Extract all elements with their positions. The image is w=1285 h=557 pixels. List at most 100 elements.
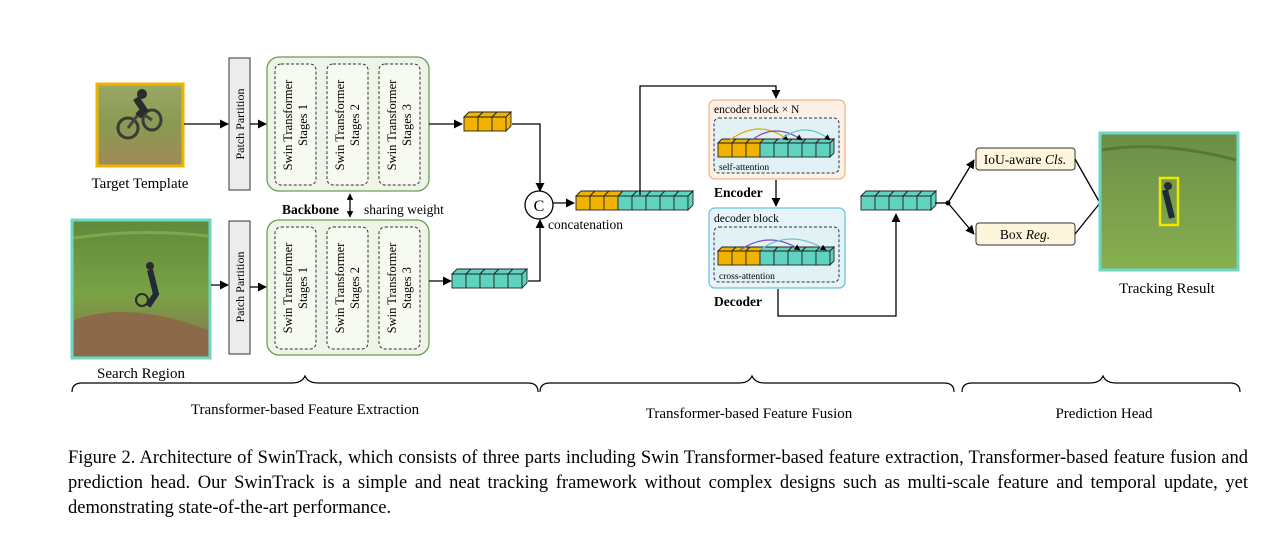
token bbox=[491, 116, 507, 132]
concatenation-label: concatenation bbox=[548, 217, 623, 232]
token bbox=[888, 195, 904, 211]
stage-3-top-line1: Swin Transformer bbox=[385, 79, 399, 170]
token-side bbox=[829, 137, 835, 159]
concatenation-node: C bbox=[524, 190, 554, 220]
token bbox=[673, 195, 689, 211]
section-fusion-label: Transformer-based Feature Fusion bbox=[646, 406, 853, 422]
stage-1-bottom-line2: Stages 1 bbox=[296, 267, 310, 309]
token bbox=[745, 142, 761, 158]
decoder-block-label: decoder block bbox=[714, 213, 779, 225]
stage-1-top-line1: Swin Transformer bbox=[281, 79, 295, 170]
token bbox=[617, 195, 633, 211]
token bbox=[477, 116, 493, 132]
arrow-decoder-to-output bbox=[777, 213, 901, 317]
token bbox=[631, 195, 647, 211]
self-attention-label: self-attention bbox=[719, 162, 769, 173]
search-tokens bbox=[450, 267, 529, 290]
token bbox=[801, 142, 817, 158]
template-tokens bbox=[462, 110, 513, 133]
token bbox=[451, 273, 467, 289]
token bbox=[507, 273, 523, 289]
iou-aware-cls-head: IoU-aware Cls. bbox=[975, 147, 1076, 171]
token bbox=[493, 273, 509, 289]
line-cls-to-merge bbox=[1074, 158, 1101, 204]
tracking-result-box bbox=[1158, 176, 1180, 227]
tracking-result-label: Tracking Result bbox=[1119, 281, 1216, 297]
stage-3-top-line2: Stages 3 bbox=[400, 104, 414, 146]
search-region-label: Search Region bbox=[97, 366, 185, 382]
reg-head-prefix: Box bbox=[1000, 227, 1026, 242]
token-side bbox=[829, 245, 835, 267]
token bbox=[659, 195, 675, 211]
encoder-block: encoder block × N self-attention bbox=[708, 99, 846, 180]
token bbox=[479, 273, 495, 289]
patch-partition-top-label: Patch Partition bbox=[233, 89, 247, 160]
stage-1-bottom-line1: Swin Transformer bbox=[281, 242, 295, 333]
token bbox=[717, 250, 733, 266]
stage-2-bottom-line1: Swin Transformer bbox=[333, 242, 347, 333]
encoder-tokens bbox=[716, 137, 836, 159]
token bbox=[916, 195, 932, 211]
stage-2-bottom bbox=[326, 226, 369, 350]
token bbox=[645, 195, 661, 211]
token bbox=[717, 142, 733, 158]
decoder-block: decoder block cross-attention bbox=[708, 207, 846, 289]
token bbox=[603, 195, 619, 211]
cls-head-prefix: IoU-aware bbox=[984, 152, 1045, 167]
token bbox=[860, 195, 876, 211]
stage-2-top-line1: Swin Transformer bbox=[333, 79, 347, 170]
stage-1-top-line2: Stages 1 bbox=[296, 104, 310, 146]
figure-caption: Figure 2. Architecture of SwinTrack, whi… bbox=[68, 446, 1248, 521]
token bbox=[902, 195, 918, 211]
arrow-template-to-concat bbox=[512, 123, 545, 192]
token bbox=[874, 195, 890, 211]
token bbox=[465, 273, 481, 289]
token-side bbox=[505, 110, 512, 133]
token bbox=[759, 142, 775, 158]
token bbox=[773, 142, 789, 158]
encoder-block-label: encoder block × N bbox=[714, 104, 800, 116]
prediction-brace bbox=[961, 374, 1241, 393]
section-prediction-label: Prediction Head bbox=[1055, 406, 1153, 422]
token-side bbox=[930, 189, 937, 212]
backbone-label: Backbone bbox=[282, 202, 339, 217]
arrow-to-reg bbox=[947, 202, 975, 235]
output-tokens bbox=[859, 189, 938, 212]
token bbox=[787, 250, 803, 266]
encoder-label: Encoder bbox=[714, 185, 763, 200]
section-extraction-label: Transformer-based Feature Extraction bbox=[191, 402, 420, 418]
caption-label: Figure 2. bbox=[68, 448, 136, 468]
token bbox=[463, 116, 479, 132]
target-template-label: Target Template bbox=[92, 176, 189, 192]
token bbox=[759, 250, 775, 266]
cls-head-italic: Cls. bbox=[1045, 152, 1066, 167]
stage-3-bottom bbox=[378, 226, 421, 350]
fusion-brace bbox=[539, 374, 955, 393]
token bbox=[745, 250, 761, 266]
stage-1-bottom bbox=[274, 226, 317, 350]
sharing-weight-label: sharing weight bbox=[364, 202, 444, 217]
stage-3-bottom-line1: Swin Transformer bbox=[385, 242, 399, 333]
line-reg-to-merge bbox=[1074, 202, 1101, 235]
box-reg-head: Box Reg. bbox=[975, 222, 1076, 246]
caption-text: Architecture of SwinTrack, which consist… bbox=[68, 448, 1249, 518]
concatenated-tokens bbox=[574, 189, 695, 212]
cls-head-label: IoU-aware Cls. bbox=[984, 152, 1066, 167]
token bbox=[731, 142, 747, 158]
token bbox=[815, 142, 831, 158]
reg-head-label: Box Reg. bbox=[1000, 227, 1050, 242]
tracking-result-image bbox=[1098, 131, 1240, 272]
patch-partition-top: Patch Partition bbox=[228, 57, 251, 191]
token bbox=[773, 250, 789, 266]
backbone-bottom: Swin Transformer Stages 1 Swin Transform… bbox=[266, 219, 430, 356]
stage-3-bottom-line2: Stages 3 bbox=[400, 267, 414, 309]
stage-3-top bbox=[378, 63, 421, 186]
token bbox=[731, 250, 747, 266]
arrow-tokens-to-encoder bbox=[639, 85, 781, 195]
token bbox=[575, 195, 591, 211]
token bbox=[815, 250, 831, 266]
stage-2-top-line2: Stages 2 bbox=[348, 104, 362, 146]
extraction-brace bbox=[71, 374, 539, 393]
arrow-to-cls bbox=[947, 159, 975, 204]
concat-symbol: C bbox=[534, 198, 545, 215]
